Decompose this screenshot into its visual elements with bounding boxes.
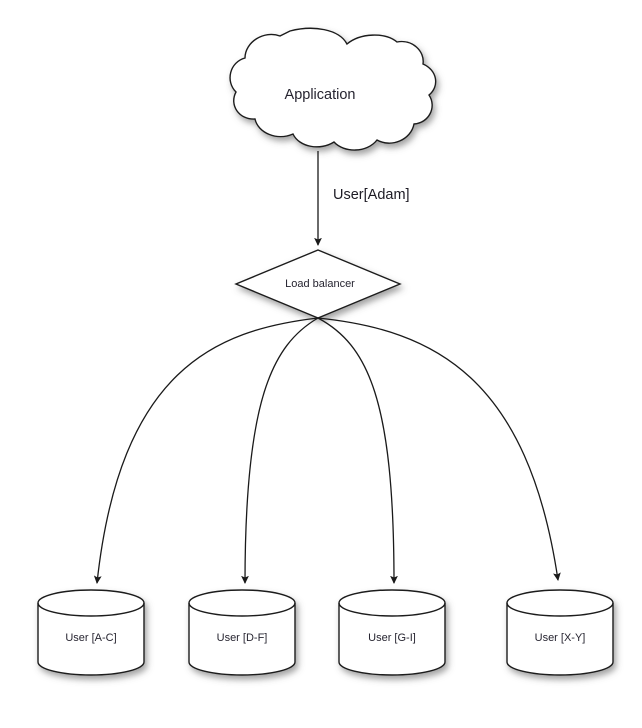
shard-node-4[interactable]: User [X-Y] — [506, 589, 614, 676]
database-icon-top-ellipse — [188, 602, 296, 617]
connector-to-shard-1 — [93, 317, 319, 585]
edge-application-to-balancer: User[Adam] — [314, 151, 410, 247]
load-balancer-label: Load balancer — [285, 278, 355, 290]
connector-to-shard-3 — [317, 317, 398, 585]
connector-to-shard-4 — [317, 317, 561, 582]
cloud-icon — [229, 27, 437, 151]
database-icon — [506, 589, 614, 676]
shard-node-3[interactable]: User [G-I] — [338, 589, 446, 676]
database-icon-top-ellipse — [506, 602, 614, 617]
database-icon-top-ellipse — [338, 602, 446, 617]
application-label: Application — [285, 87, 356, 103]
database-icon-top-ellipse — [37, 602, 145, 617]
database-icon — [338, 589, 446, 676]
shard-label-4: User [X-Y] — [535, 632, 586, 644]
load-balancer-node[interactable]: Load balancer — [234, 249, 402, 319]
database-icon — [188, 589, 296, 676]
database-icon — [37, 589, 145, 676]
shard-node-1[interactable]: User [A-C] — [37, 589, 145, 676]
shard-node-2[interactable]: User [D-F] — [188, 589, 296, 676]
shard-label-1: User [A-C] — [65, 632, 116, 644]
shard-label-3: User [G-I] — [368, 632, 416, 644]
connector-to-shard-2 — [241, 317, 319, 585]
balancer-shard-connectors — [93, 317, 561, 585]
shard-label-2: User [D-F] — [217, 632, 268, 644]
edge-label-user-adam: User[Adam] — [333, 187, 410, 203]
application-node[interactable]: Application — [229, 27, 437, 151]
